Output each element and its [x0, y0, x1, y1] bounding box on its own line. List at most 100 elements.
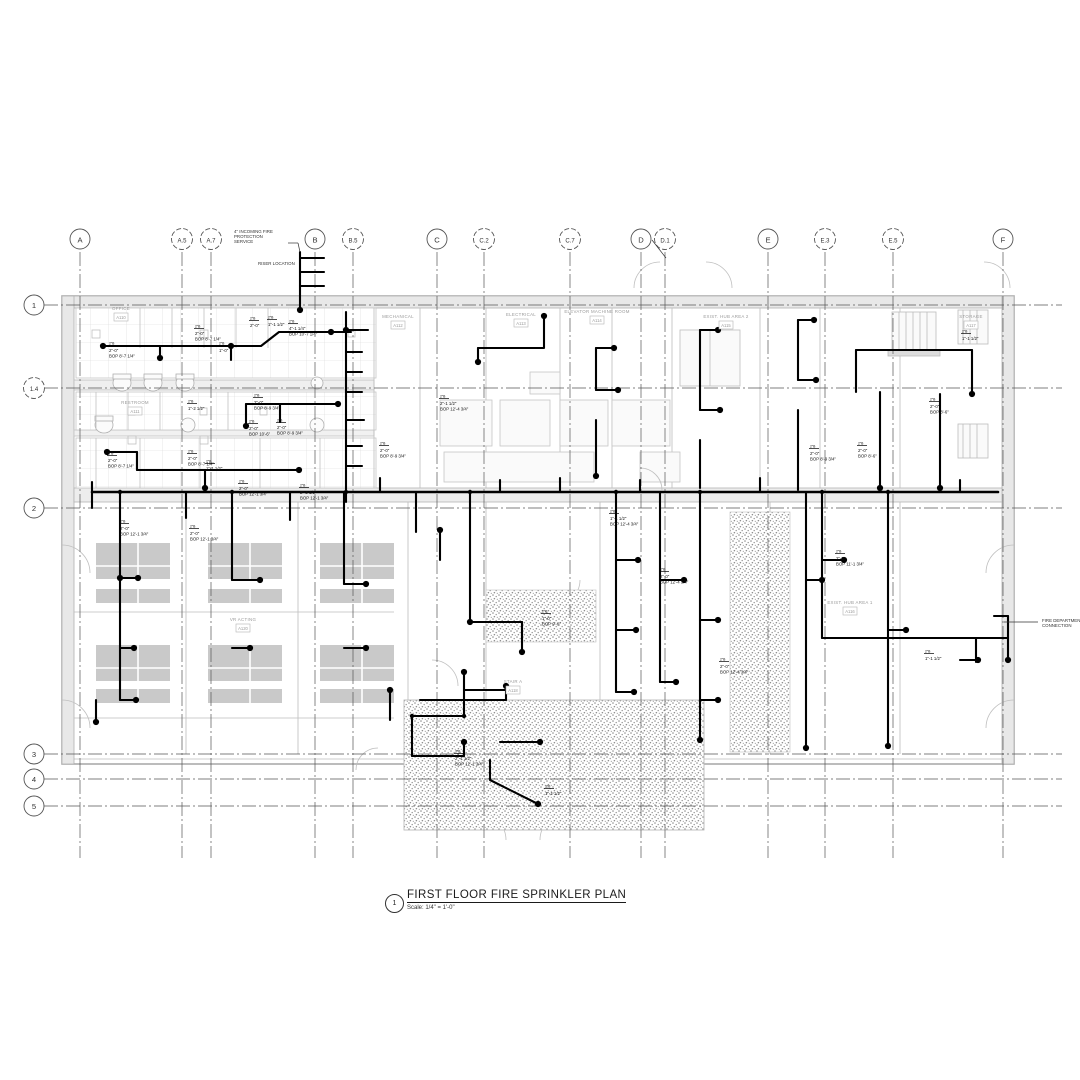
grid-bubble-label: C.2: [479, 239, 489, 245]
callout-type: 2"B: [268, 315, 274, 319]
callout-bop: BOP 12'-1 3/4": [190, 536, 219, 541]
pipe-callout: 2"B2"-0"BOP 12'-1 3/4": [238, 479, 268, 496]
room-tag: A117: [966, 323, 976, 328]
callout-type: 2"B: [289, 319, 295, 323]
grid-bubble-1[interactable]: 1: [23, 294, 45, 316]
grid-bubble-D[interactable]: D: [630, 228, 652, 250]
room-tag: A114: [592, 318, 602, 323]
grid-bubble-E.5[interactable]: E.5: [882, 228, 904, 250]
callout-type: 2"B: [254, 393, 260, 397]
callout-type: 2"B: [120, 519, 126, 523]
callout-type: 2"B: [188, 449, 194, 453]
grid-bubble-label: C.7: [565, 239, 575, 245]
grid-bubble-5[interactable]: 5: [23, 795, 45, 817]
callout-bop: BOP 12'-1 3/4": [300, 495, 329, 500]
callout-size: 2"-1 1/2": [455, 756, 472, 761]
pipe-callout: 2"B2"-0"BOP 12'-4 3/4": [719, 657, 749, 674]
annotation-line: PROTECTION: [234, 234, 263, 239]
grid-bubble-C.2[interactable]: C.2: [473, 228, 495, 250]
callout-size: 1"-1 1/2": [545, 791, 562, 796]
grid-bubble-circle: [23, 377, 45, 399]
room-tag-box: [505, 685, 521, 695]
callout-size: 2"-0": [239, 486, 249, 491]
grid-bubble-circle: [171, 228, 193, 250]
callout-type: 2"B: [108, 451, 114, 455]
callout-size: 2"-0": [249, 426, 259, 431]
grid-bubble-circle: [473, 228, 495, 250]
callout-size: 1"-1 1/2": [268, 322, 285, 327]
callout-type: 2"B: [380, 441, 386, 445]
callout-type: 2"B: [660, 567, 666, 571]
callout-size: 2"-0": [195, 331, 205, 336]
grid-bubble-circle: [23, 497, 45, 519]
callout-type: 2"B: [455, 749, 461, 753]
pipe-callout: 2"B1"-0": [218, 341, 229, 353]
grid-bubble-E[interactable]: E: [757, 228, 779, 250]
grid-bubble-2[interactable]: 2: [23, 497, 45, 519]
grid-bubble-C.7[interactable]: C.7: [559, 228, 581, 250]
grid-bubble-3[interactable]: 3: [23, 743, 45, 765]
annotation-line: FIRE DEPARTMENT: [1042, 618, 1080, 623]
pipe-callout: 2"B2"-0"BOP 8'-7 1/4": [108, 341, 135, 358]
grid-bubble-label: E.5: [888, 239, 898, 245]
callout-size: 2"-0": [277, 425, 287, 430]
grid-bubble-circle: [304, 228, 326, 250]
callout-bop: BOP 10'-6": [249, 431, 271, 436]
callout-size: 1"-2 1/2": [188, 406, 205, 411]
grid-bubble-C[interactable]: C: [426, 228, 448, 250]
callout-size: 2"-2 1/2": [300, 490, 317, 495]
grid-bubble-1.4[interactable]: 1.4: [23, 377, 45, 399]
grid-bubble-4[interactable]: 4: [23, 768, 45, 790]
callout-type: 2"B: [219, 341, 225, 345]
callout-type: 2"B: [249, 419, 255, 423]
grid-bubble-label: 1: [32, 301, 36, 310]
pipe-callout: 2"B2"-0"BOP 11'-1 3/4": [835, 549, 864, 566]
grid-bubble-F[interactable]: F: [992, 228, 1014, 250]
callout-bop: BOP 12'-4 3/4": [720, 669, 749, 674]
grid-bubble-B[interactable]: B: [304, 228, 326, 250]
callout-bop: BOP 8'-9 3/4": [380, 453, 406, 458]
callout-type: 2"B: [277, 418, 283, 422]
callout-type: 2"B: [542, 609, 548, 613]
grid-bubble-E.3[interactable]: E.3: [814, 228, 836, 250]
callout-bop: BOP 12'-4 3/4": [660, 579, 689, 584]
room-tag-box: [589, 315, 605, 325]
grid-bubble-A[interactable]: A: [69, 228, 91, 250]
room-name: EXIST. HUB AREA 2: [703, 314, 749, 319]
grid-bubble-B.5[interactable]: B.5: [342, 228, 364, 250]
grid-bubble-D.1[interactable]: D.1: [654, 228, 676, 250]
callout-bop: BOP 12'-1 3/4": [239, 491, 268, 496]
pipe-callout: 2"B1"-1 1/2": [205, 459, 223, 471]
callout-type: 2"B: [810, 444, 816, 448]
callout-type: 2"B: [188, 399, 194, 403]
grid-bubble-circle: [23, 743, 45, 765]
grid-bubble-A.5[interactable]: A.5: [171, 228, 193, 250]
grid-bubble-A.7[interactable]: A.7: [200, 228, 222, 250]
callout-size: 2"-0": [254, 400, 264, 405]
pipe-callout: 2"B1"-1 1/2": [544, 784, 562, 796]
pipe-callout: 2"B2"-0": [249, 316, 260, 328]
callout-bop: BOP 8'-7 1/4": [109, 353, 135, 358]
room-name: MECHANICAL: [382, 314, 414, 319]
callout-size: 2"-0": [188, 456, 198, 461]
callout-bop: BOP 12'-4 3/4": [440, 406, 469, 411]
room-name: EXIST. HUB AREA 1: [827, 600, 873, 605]
callout-type: 2"B: [206, 459, 212, 463]
grid-bubble-label: 4: [32, 775, 36, 784]
grid-bubble-label: E.3: [820, 239, 830, 245]
callout-type: 2"B: [930, 397, 936, 401]
grid-bubble-circle: [654, 228, 676, 250]
callout-size: 1"-1 1/2": [610, 516, 627, 521]
scale-note: Scale: 1/4" = 1'-0": [407, 905, 455, 911]
plan-annotation: RISER LOCATION: [258, 261, 295, 266]
callout-bop: BOP 8'-9 3/4": [810, 456, 836, 461]
